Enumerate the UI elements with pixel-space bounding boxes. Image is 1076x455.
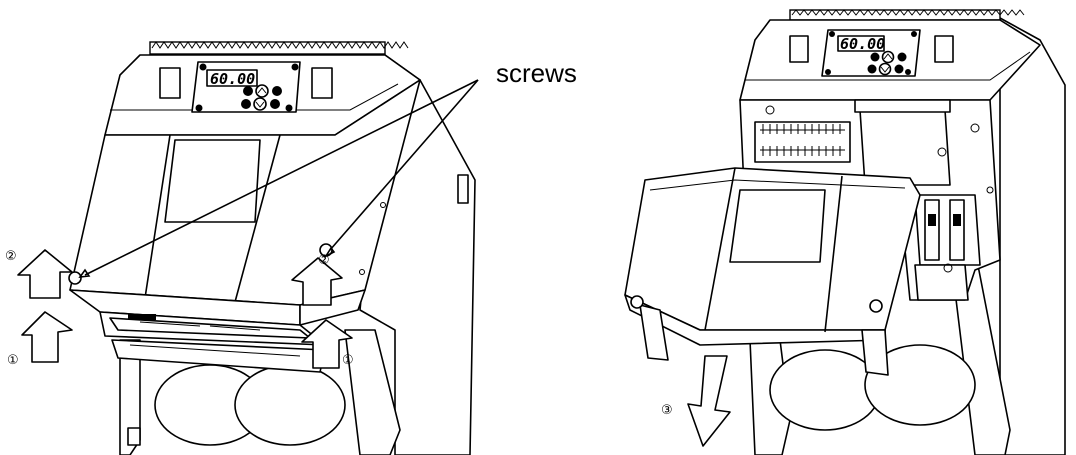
run-key-icon (243, 86, 253, 96)
panel-screw-icon (195, 104, 203, 112)
panel-screw-icon (199, 63, 207, 71)
left-drive-unit: 60.00 (68, 41, 476, 455)
right-keypad-panel: 60.00 (821, 29, 921, 77)
removed-front-cover (624, 167, 921, 376)
panel-screw-icon (905, 69, 911, 75)
step-2-marker-left: ② (5, 249, 17, 264)
left-heatsink-fins (149, 41, 409, 55)
screws-label: screws (496, 58, 577, 88)
pull-out-arrow-icon (687, 355, 731, 447)
right-heatsink-fins (789, 9, 1025, 21)
panel-screw-icon (829, 31, 835, 37)
func-key-icon (241, 99, 251, 109)
left-push-arrow-icon (21, 311, 73, 363)
panel-screw-icon (911, 31, 917, 37)
left-lift-arrow-icon (17, 249, 73, 299)
cover-screw-hole-icon (630, 295, 644, 309)
stop-key-icon (270, 99, 280, 109)
right-drive-unit: 60.00 (739, 9, 1066, 455)
right-frequency-display: 60.00 (840, 35, 885, 53)
step-1-marker-right: ① (342, 353, 354, 368)
step-1-marker-left: ① (7, 353, 19, 368)
fwd-key-icon (272, 86, 282, 96)
left-frequency-display: 60.00 (210, 70, 255, 88)
step-3-marker: ③ (661, 403, 673, 418)
screws-callout: screws (78, 58, 577, 278)
right-push-arrow-icon (301, 319, 353, 369)
down-key-icon (253, 97, 267, 111)
step-2-marker-right: ② (318, 253, 330, 268)
right-lift-arrow-icon (291, 257, 343, 306)
panel-screw-icon (825, 69, 831, 75)
power-terminal-block (914, 194, 981, 301)
left-keypad-panel: 60.00 (191, 61, 301, 113)
left-cover-screw-icon (68, 271, 82, 285)
panel-screw-icon (285, 104, 293, 112)
panel-screw-icon (291, 63, 299, 71)
control-terminal-block (754, 121, 851, 163)
cover-screw-hole-icon (869, 299, 883, 313)
up-key-icon (255, 84, 269, 98)
